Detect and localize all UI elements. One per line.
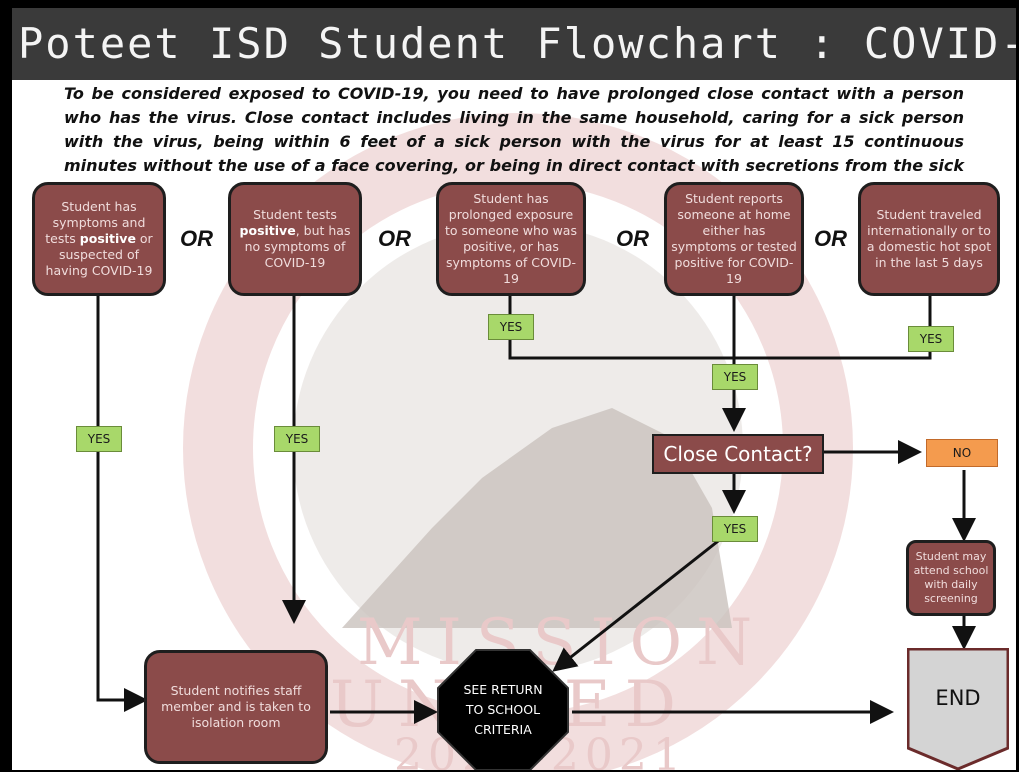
box-prolonged-exposure: Student has prolonged exposure to someon… — [436, 182, 586, 296]
see-return-label: SEE RETURN TO SCHOOL CRITERIA — [463, 682, 543, 737]
yes-tag-merge: YES — [712, 364, 758, 390]
yes-tag-3: YES — [488, 314, 534, 340]
flowchart-canvas: MISSION UNITED 2020-2021 Poteet ISD Stud… — [12, 8, 1016, 770]
yes-tag-1: YES — [76, 426, 122, 452]
yes-tag-2: YES — [274, 426, 320, 452]
page-title: Poteet ISD Student Flowchart : COVID-19 — [12, 8, 1016, 80]
intro-paragraph: To be considered exposed to COVID-19, yo… — [64, 84, 964, 199]
or-label-4: OR — [814, 226, 847, 251]
box-positive-no-symptoms: Student tests positive, but has no sympt… — [228, 182, 362, 296]
or-label-1: OR — [180, 226, 213, 251]
end-terminal: END — [907, 648, 1009, 770]
no-tag: NO — [926, 439, 998, 467]
box-traveled: Student traveled internationally or to a… — [858, 182, 1000, 296]
close-contact-decision: Close Contact? — [652, 434, 824, 474]
or-label-3: OR — [616, 226, 649, 251]
see-return-octagon: SEE RETURN TO SCHOOL CRITERIA — [436, 648, 570, 770]
box-attend-school: Student may attend school with daily scr… — [906, 540, 996, 616]
yes-tag-close-contact: YES — [712, 516, 758, 542]
box-symptoms-positive: Student has symptoms and tests positive … — [32, 182, 166, 296]
box-household-report: Student reports someone at home either h… — [664, 182, 804, 296]
or-label-2: OR — [378, 226, 411, 251]
box-notify-staff: Student notifies staff member and is tak… — [144, 650, 328, 764]
end-label: END — [935, 686, 981, 710]
yes-tag-5: YES — [908, 326, 954, 352]
connectors — [96, 296, 976, 724]
